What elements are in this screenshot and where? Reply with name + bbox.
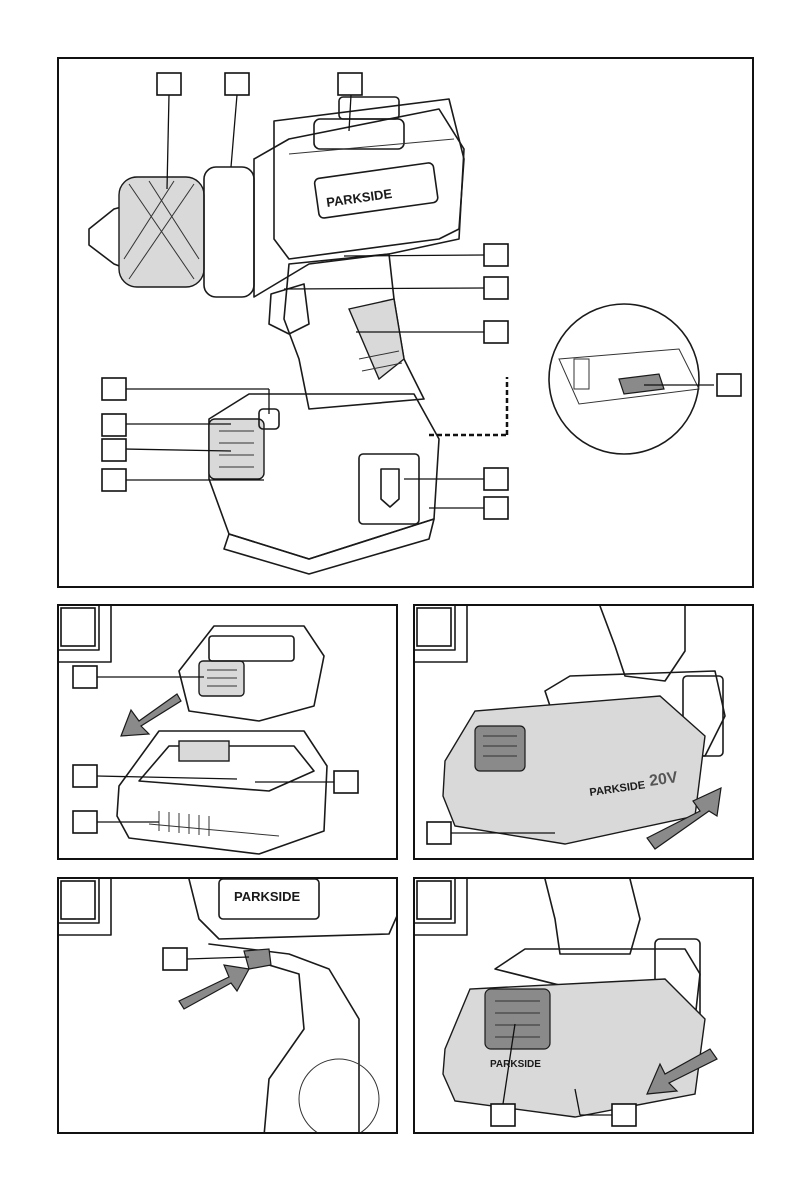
drill-overview-drawing: PARKSIDE — [59, 59, 754, 588]
callout-box — [73, 811, 97, 833]
arrow-icon — [179, 965, 249, 1009]
figure-number-box — [417, 608, 451, 646]
direction-switch-panel: PARKSIDE — [57, 877, 398, 1134]
arrow-icon — [121, 694, 181, 736]
brand-logo-main: PARKSIDE — [325, 186, 393, 210]
callout-box — [491, 1104, 515, 1126]
callout-box — [102, 469, 126, 491]
callout-box — [484, 244, 508, 266]
insert-battery-panel: PARKSIDE 20V — [413, 604, 754, 860]
callout-box — [484, 497, 508, 519]
remove-battery-drawing: PARKSIDE — [415, 879, 754, 1134]
brand-logo-closeup: PARKSIDE — [234, 889, 301, 904]
drill-body-closeup: PARKSIDE — [189, 879, 398, 1134]
figure-number-box — [417, 881, 451, 919]
callout-box — [102, 414, 126, 436]
battery-pack-removing: PARKSIDE — [443, 979, 705, 1117]
figure-number-box — [61, 608, 95, 646]
figure-number-box — [61, 881, 95, 919]
callout-box — [338, 73, 362, 95]
callout-box — [73, 666, 97, 688]
callout-box — [334, 771, 358, 793]
callout-boxes — [102, 73, 741, 519]
remove-battery-panel: PARKSIDE — [413, 877, 754, 1134]
callout-box — [157, 73, 181, 95]
callout-box — [163, 948, 187, 970]
callout-box — [484, 277, 508, 299]
charger-drawing — [59, 606, 398, 860]
direction-switch — [244, 949, 271, 969]
battery-pack-inserting: PARKSIDE 20V — [443, 696, 705, 844]
insert-battery-drawing: PARKSIDE 20V — [415, 606, 754, 860]
callout-box — [102, 378, 126, 400]
charger-base — [117, 731, 327, 854]
callout-box — [73, 765, 97, 787]
callout-box — [717, 374, 741, 396]
battery-pack-floating — [179, 626, 324, 721]
callout-box — [102, 439, 126, 461]
main-overview-panel: PARKSIDE — [57, 57, 754, 588]
callout-box — [427, 822, 451, 844]
charger-panel — [57, 604, 398, 860]
callout-box — [484, 321, 508, 343]
detail-magnifier — [429, 304, 699, 454]
battery-pack — [209, 394, 439, 574]
callout-box — [225, 73, 249, 95]
direction-switch-drawing: PARKSIDE — [59, 879, 398, 1134]
callout-box — [612, 1104, 636, 1126]
drill-body: PARKSIDE — [254, 97, 464, 297]
callout-box — [484, 468, 508, 490]
chuck — [89, 167, 254, 297]
brand-logo-battery-2: PARKSIDE — [490, 1059, 541, 1070]
